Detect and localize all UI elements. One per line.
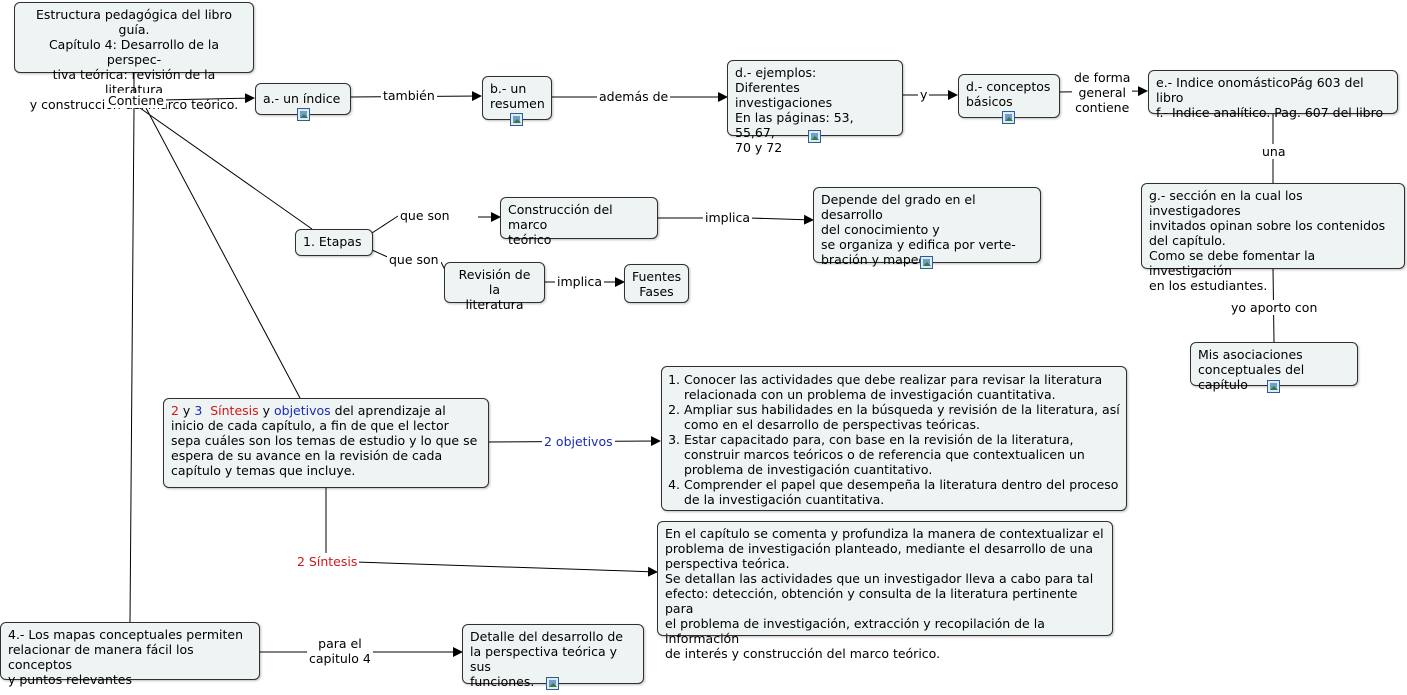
sintesis-rest: del aprendizaje al inicio de cada capítu… (171, 403, 478, 478)
objetivos-list-node[interactable]: Conocer las actividades que debe realiza… (661, 366, 1127, 511)
objetivos-list: Conocer las actividades que debe realiza… (668, 372, 1120, 507)
conector-y-2: y (258, 403, 274, 418)
depende-node[interactable]: Depende del grado en el desarrollo del c… (813, 187, 1041, 267)
numero-3: 3 (194, 403, 203, 418)
detalle-node[interactable]: Detalle del desarrollo de la perspectiva… (462, 624, 644, 689)
capitulo-node[interactable]: En el capítulo se comenta y profundiza l… (657, 521, 1113, 661)
label-que-son-2: que son (387, 252, 441, 267)
numero-2: 2 (171, 403, 179, 418)
mapas-node[interactable]: 4.- Los mapas conceptuales permiten rela… (0, 622, 260, 687)
objetivo-item: Ampliar sus habilidades en la búsqueda y… (684, 402, 1120, 432)
resource-icon[interactable] (546, 677, 559, 690)
resumen-node[interactable]: b.- un resumen (482, 76, 552, 120)
resource-icon[interactable] (510, 113, 523, 126)
revision-node[interactable]: Revisión de la literatura (444, 262, 545, 312)
label-tambien: también (381, 88, 437, 103)
label-2-objetivos: 2 objetivos (542, 434, 615, 449)
fuentes-node[interactable]: Fuentes Fases (624, 264, 689, 303)
objetivos-word: objetivos (274, 403, 331, 418)
resource-icon[interactable] (1002, 111, 1015, 124)
label-forma-general: de forma general contiene (1072, 70, 1133, 115)
indice-node[interactable]: a.- un índice (255, 83, 351, 115)
objetivo-item: Conocer las actividades que debe realiza… (684, 372, 1120, 402)
seccion-node[interactable]: g.- sección en la cual los investigadore… (1141, 183, 1405, 293)
objetivo-item: Comprender el papel que desempeña la lit… (684, 477, 1120, 507)
etapas-node[interactable]: 1. Etapas (295, 229, 373, 256)
construccion-node[interactable]: Construcción del marco teórico (500, 197, 658, 247)
label-2-sintesis: 2 Síntesis (295, 554, 360, 569)
objetivo-item: Estar capacitado para, con base en la re… (684, 432, 1120, 477)
sintesis-word: Síntesis (210, 403, 259, 418)
label-implica-1: implica (703, 210, 753, 225)
label-yo-aporto: yo aporto con (1229, 300, 1320, 315)
label-contiene: Contiene (106, 93, 166, 108)
asociaciones-node[interactable]: Mis asociaciones conceptuales del capítu… (1190, 342, 1358, 392)
label-una: una (1260, 144, 1288, 159)
sintesis-objetivos-node[interactable]: 2 y 3 Síntesis y objetivos del aprendiza… (163, 398, 489, 488)
label-para-capitulo: para el capitulo 4 (307, 636, 373, 666)
onomastico-node[interactable]: e.- Indice onomásticoPág 603 del libro f… (1148, 70, 1398, 120)
label-y: y (918, 87, 930, 102)
resource-icon[interactable] (297, 108, 310, 121)
title-node[interactable]: Estructura pedagógica del libro guía. Ca… (14, 2, 254, 112)
conceptos-node[interactable]: d.- conceptos básicos (958, 74, 1060, 118)
label-implica-2: implica (555, 274, 605, 289)
resource-icon[interactable] (920, 256, 933, 269)
resource-icon[interactable] (808, 130, 821, 143)
resource-icon[interactable] (1267, 380, 1280, 393)
ejemplos-node[interactable]: d.- ejemplos: Diferentes investigaciones… (727, 60, 903, 155)
conector-y: y (178, 403, 195, 418)
label-ademas: además de (597, 89, 671, 104)
label-que-son-1: que son (398, 208, 452, 223)
